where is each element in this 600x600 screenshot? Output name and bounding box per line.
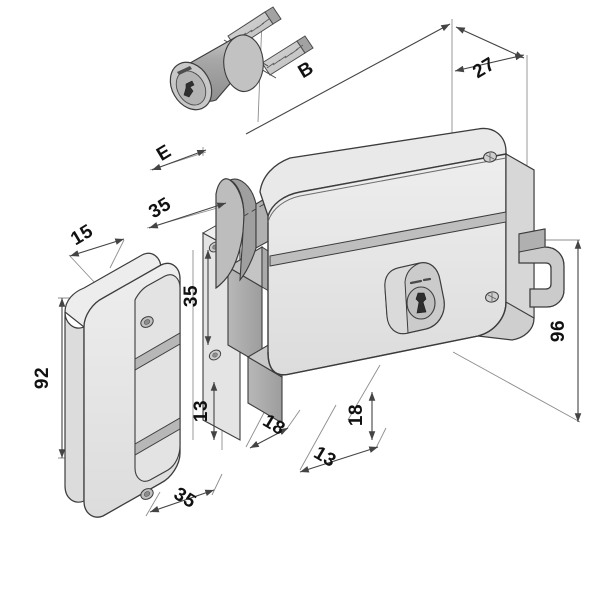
dim-label-35-left: 35 [170, 484, 200, 513]
dim-line-e [151, 149, 207, 171]
dim-line-27 [455, 26, 525, 59]
lock-body-assembly [201, 127, 565, 441]
dim-label-92: 92 [32, 367, 53, 389]
dim-label-96: 96 [548, 320, 569, 342]
dim-line-b [245, 23, 451, 135]
dim-label-27: 27 [469, 54, 499, 83]
dim-line-18-left [249, 427, 289, 449]
dim-label-18-right: 18 [346, 404, 367, 426]
dim-label-15: 15 [67, 221, 97, 250]
hook-bolt [518, 228, 565, 308]
dim-label-35-upper: 35 [145, 194, 175, 223]
dim-line-35-left [149, 489, 215, 513]
dim-line-13-bottom [299, 446, 379, 473]
dim-line-15 [69, 238, 125, 257]
dim-label-18-left: 18 [259, 411, 289, 440]
dim-label-e: E [153, 141, 175, 166]
dim-label-b: B [295, 58, 318, 83]
cylinder-barrel [169, 34, 264, 111]
dim-line-27-iso [454, 53, 525, 73]
key-cylinder-assembly [169, 6, 314, 111]
strike-box [64, 252, 181, 518]
keyhole-escutcheon [384, 262, 445, 335]
dim-line-35-upper [148, 202, 227, 229]
dim-label-13-left: 13 [191, 400, 212, 422]
dim-label-35-mid: 35 [181, 285, 202, 307]
dimension-lines [58, 23, 582, 513]
